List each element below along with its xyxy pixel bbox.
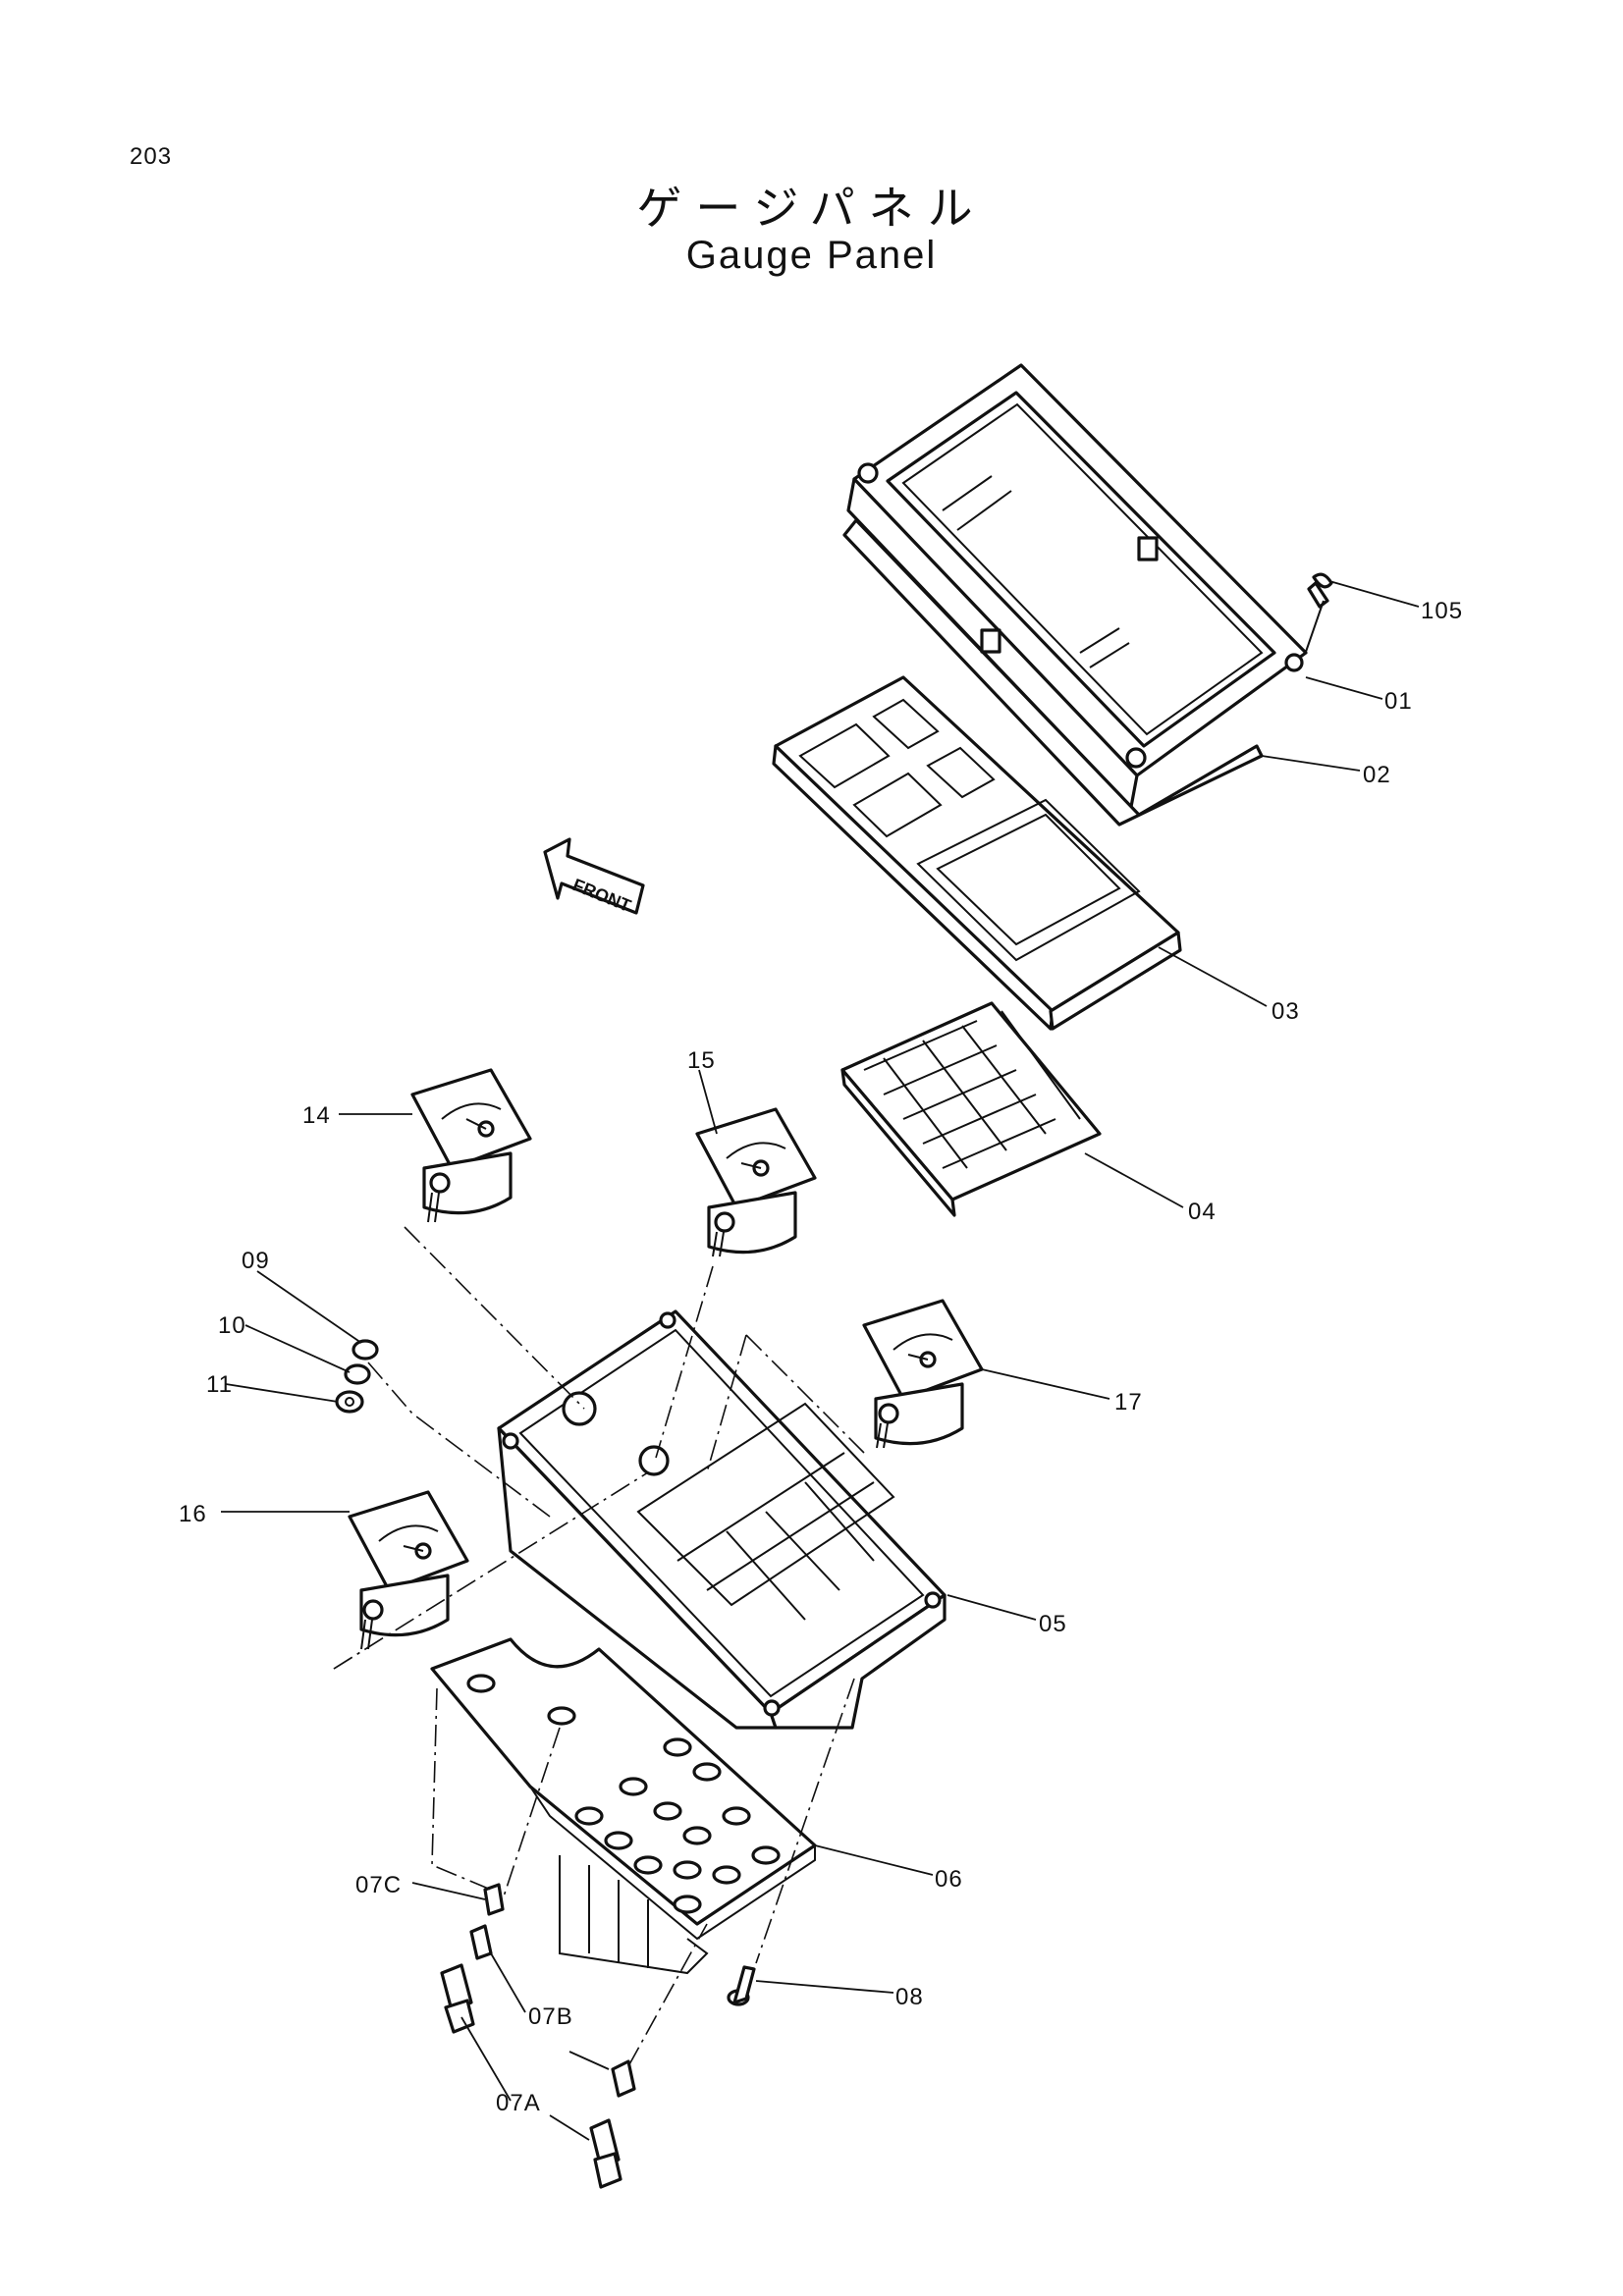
gauge-16: [348, 1490, 469, 1650]
assembly-lines: [333, 1226, 865, 2067]
connector-plate: [430, 1637, 817, 1975]
screw-08: [727, 1965, 756, 2006]
title-japanese: ゲージパネル: [636, 182, 987, 235]
label-04: 04: [1188, 1199, 1217, 1225]
label-105: 105: [1421, 598, 1463, 624]
bulb-socket-07c: [483, 1883, 505, 1916]
gauge-housing-case: [497, 1309, 947, 1730]
label-03: 03: [1271, 998, 1300, 1025]
label-07c: 07C: [355, 1872, 402, 1898]
part-labels: 105 01 02 03 04 05 06 08 07C 07B 07A 14 …: [179, 598, 1463, 2116]
socket-07a-right: [589, 2059, 636, 2189]
gauge-14: [410, 1068, 532, 1223]
label-06: 06: [935, 1866, 963, 1893]
label-08: 08: [895, 1984, 924, 2010]
label-17: 17: [1114, 1389, 1143, 1415]
label-07b: 07B: [528, 2003, 573, 2030]
socket-07a-left: [440, 1963, 475, 2034]
bulb-07b: [469, 1924, 493, 1960]
label-16: 16: [179, 1501, 207, 1527]
gauge-cover-frame: [842, 363, 1308, 827]
front-arrow-icon: FRONT: [543, 837, 645, 916]
label-02: 02: [1363, 762, 1391, 788]
label-14: 14: [302, 1102, 331, 1129]
label-01: 01: [1384, 688, 1413, 715]
leader-lines: [221, 580, 1420, 2141]
window-plate: [772, 675, 1182, 1031]
gauge-17: [862, 1299, 984, 1449]
label-15: 15: [687, 1047, 716, 1074]
indicator-lens-sheet: [840, 1001, 1102, 1217]
label-05: 05: [1039, 1611, 1067, 1637]
page-number: 203: [130, 143, 173, 170]
label-07a: 07A: [496, 2090, 541, 2116]
label-11: 11: [206, 1371, 233, 1398]
gauge-15: [695, 1107, 817, 1257]
screw-105: [1305, 572, 1333, 653]
washer-nut-set: [335, 1339, 379, 1414]
label-10: 10: [218, 1312, 246, 1339]
title-english: Gauge Panel: [685, 234, 938, 277]
label-09: 09: [242, 1248, 270, 1274]
